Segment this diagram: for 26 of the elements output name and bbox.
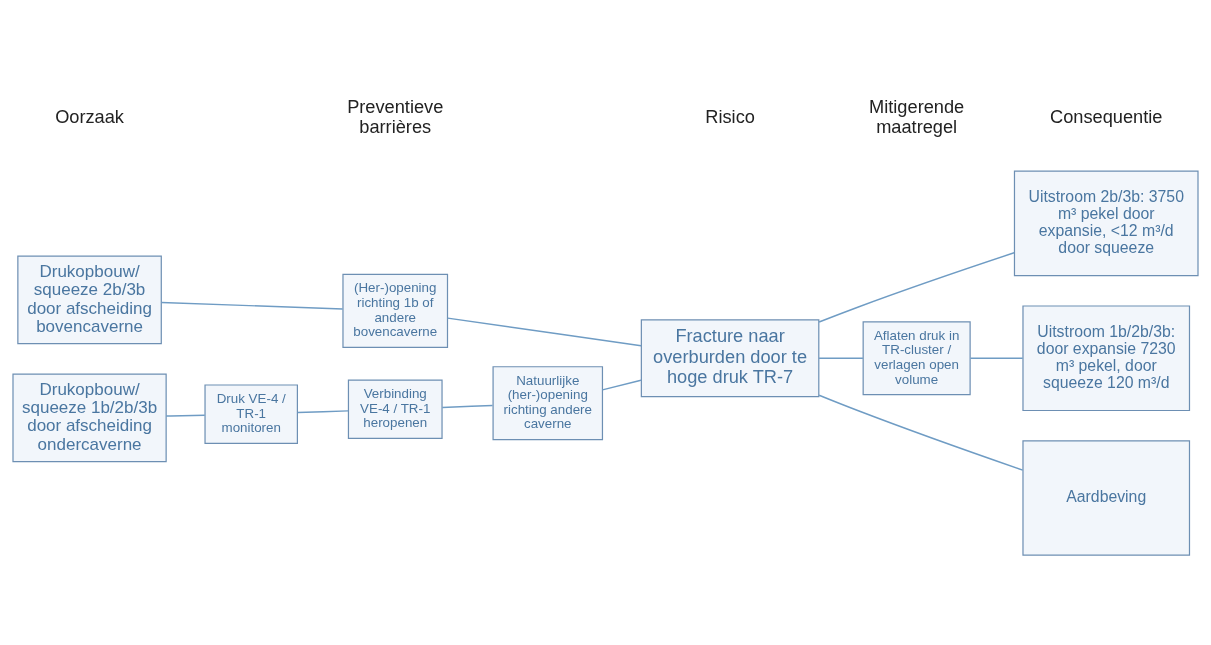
label: Mitigerende maatregel [869,95,965,137]
node-box: Drukopbouw/ squeeze 2b/3b door afscheiding bovencaverne [17,255,162,344]
node-box: Uitstroom 2b/3b: 3750 m³ pekel door expansie, <12 m³/d door squeeze [1013,169,1199,276]
node-box: Fracture naar overburden door te hoge druk TR-7 [640,318,820,397]
node-box: Druk VE-4 / TR-1 monitoren [204,383,298,444]
node-box: Verbinding VE-4 / TR-1 heropenen [347,379,443,439]
node-box: Drukopbouw/ squeeze 1b/2b/3b door afscheiding ondercaverne [12,372,167,462]
node-box: Aflaten druk in TR-cluster / verlagen open volume [862,320,971,395]
node-box: (Her-)opening richting 1b of andere bovencaverne [342,273,449,348]
node-box: Natuurlijke (her-)opening richting andere caverne [492,365,604,440]
label: Risico [705,105,755,127]
label: Oorzaak [55,105,124,127]
node-box: Uitstroom 1b/2b/3b: door expansie 7230 m³ pekel, door squeeze 120 m³/d [1022,304,1191,411]
connector [446,316,642,346]
label: Consequentie [1050,105,1163,127]
connector [818,357,864,359]
connector [818,251,1015,323]
connector [441,404,494,408]
connector [296,409,350,413]
connector [969,357,1024,359]
connector [160,301,344,310]
node-box: Aardbeving [1022,439,1191,556]
connector [818,394,1024,471]
connector [165,413,206,417]
connector [601,378,642,391]
label: Preventieve barrières [347,95,444,137]
